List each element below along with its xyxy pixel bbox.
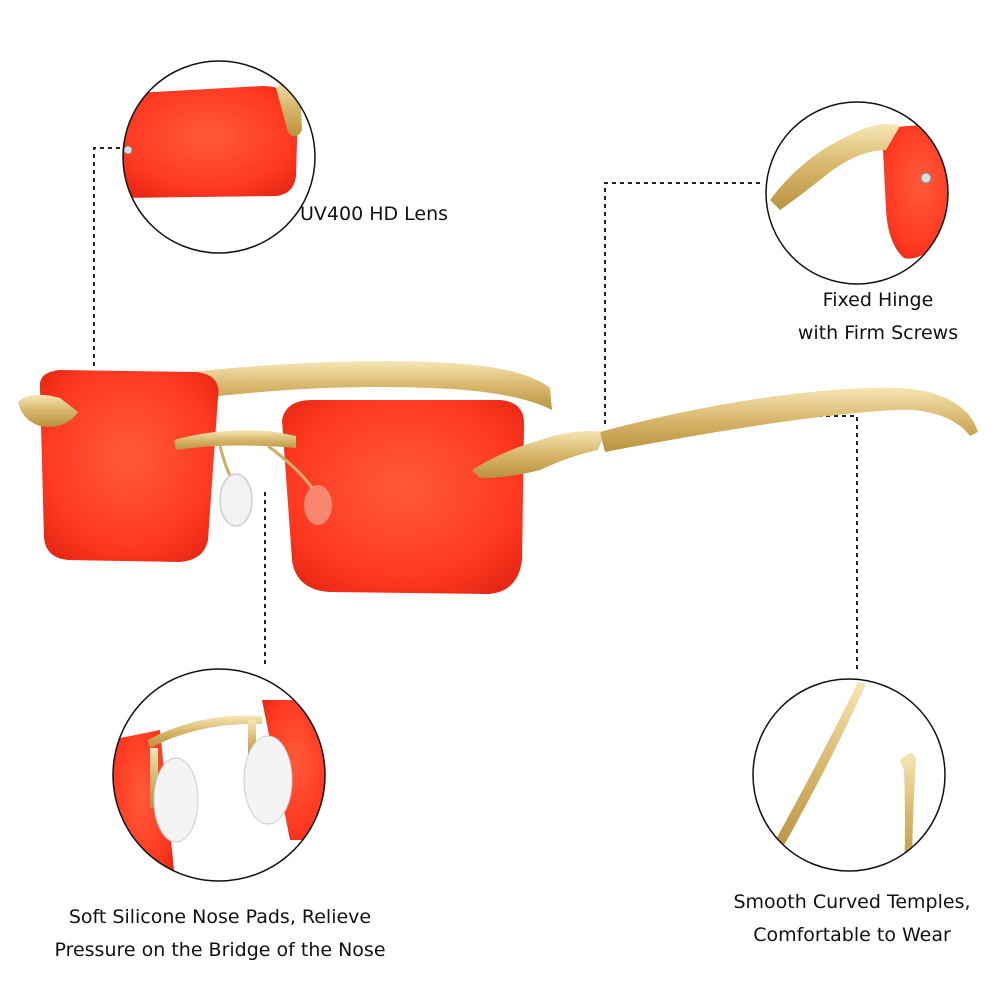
nose-pads-feature-label: Soft Silicone Nose Pads, Relieve Pressur… <box>30 901 410 967</box>
hinge-callout-line <box>604 182 760 428</box>
nose-pad-right <box>304 485 332 525</box>
nose-label-line2: Pressure on the Bridge of the Nose <box>54 939 386 961</box>
temple-feature-label: Smooth Curved Temples, Comfortable to We… <box>712 886 992 952</box>
hinge-detail-circle <box>765 101 949 285</box>
temple-label-line1: Smooth Curved Temples, <box>733 891 971 913</box>
hinge-label-line1: Fixed Hinge <box>822 289 934 311</box>
hinge-feature-label: Fixed Hinge with Firm Screws <box>760 284 996 350</box>
hinge-label-line2: with Firm Screws <box>797 322 959 344</box>
left-endpiece <box>18 394 78 427</box>
lens-detail-circle <box>122 60 316 254</box>
nose-label-line1: Soft Silicone Nose Pads, Relieve <box>68 906 372 928</box>
right-hinge <box>472 431 605 478</box>
nose-pad-left <box>219 473 253 527</box>
lens-label-line1: UV400 HD Lens <box>300 203 449 225</box>
lens-callout-line <box>93 147 120 370</box>
temple-callout-line <box>738 415 858 672</box>
bridge <box>174 430 296 450</box>
temple-label-line2: Comfortable to Wear <box>753 924 951 946</box>
left-lens <box>39 370 219 562</box>
temple-detail-circle <box>752 678 946 872</box>
nose-detail-circle <box>112 668 326 882</box>
lens-feature-label: UV400 HD Lens <box>300 198 485 231</box>
sunglasses <box>18 361 978 594</box>
right-lens <box>282 400 525 594</box>
near-temple <box>600 387 978 452</box>
callout-lines <box>93 147 858 672</box>
